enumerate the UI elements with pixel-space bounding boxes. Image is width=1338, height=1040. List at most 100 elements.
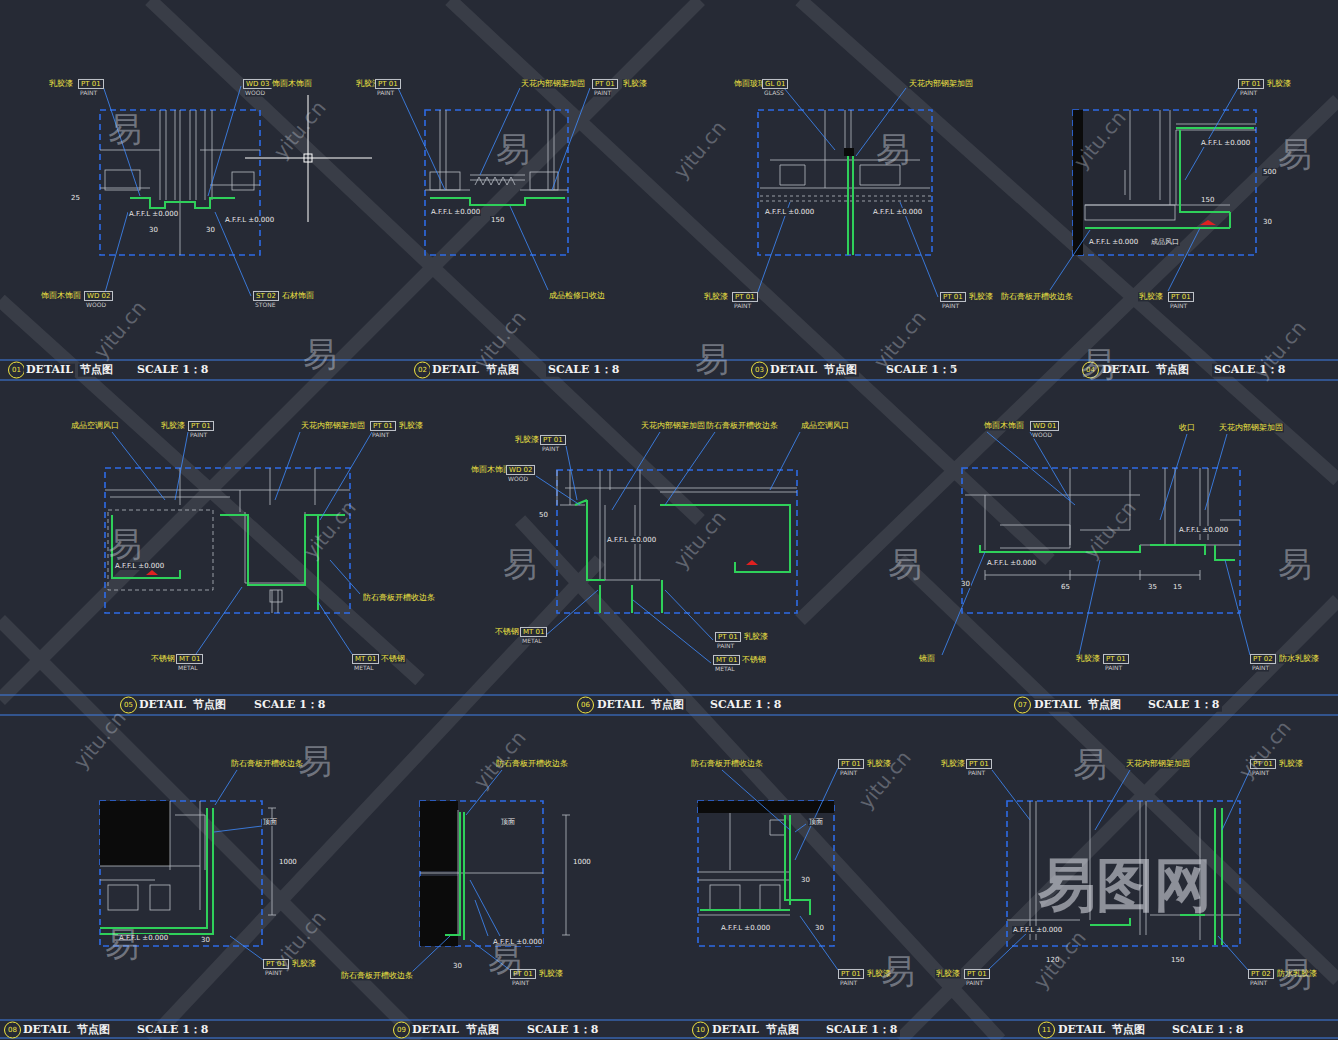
title-text: SCALE 1：8: [525, 1024, 601, 1037]
callout-label: 防石膏板开槽收边条: [230, 759, 304, 768]
callout-label: 不锈钢: [494, 627, 520, 636]
callout-label: 乳胶漆: [1266, 79, 1292, 88]
material-type: PAINT: [512, 980, 529, 987]
dimension-text: A.F.F.L ±0.000: [128, 210, 179, 218]
detail-number: 03: [751, 362, 768, 379]
watermark: yitu.cn: [1079, 497, 1140, 564]
material-type: PAINT: [80, 90, 97, 97]
detail-number: 01: [8, 362, 25, 379]
material-type: METAL: [522, 638, 542, 645]
material-code: GL 01: [762, 79, 788, 89]
title-text: DETAIL: [137, 699, 188, 712]
title-text: SCALE 1：8: [824, 1024, 900, 1037]
detail-number: 10: [692, 1022, 709, 1039]
material-code: PT 01: [592, 79, 618, 89]
title-text: DETAIL: [768, 364, 819, 377]
material-code: PT 02: [1248, 969, 1274, 979]
material-type: PAINT: [377, 90, 394, 97]
watermark: 易: [496, 130, 530, 169]
material-code: ST 02: [253, 291, 279, 301]
material-code: MT 01: [713, 655, 740, 665]
title-text: SCALE 1：8: [1170, 1024, 1246, 1037]
title-text: 节点图: [1086, 699, 1123, 712]
material-type: PAINT: [1240, 90, 1257, 97]
callout-label: 乳胶漆: [1075, 654, 1101, 663]
material-type: METAL: [715, 666, 735, 673]
material-type: PAINT: [372, 432, 389, 439]
callout-label: 天花内部钢架加固: [520, 79, 586, 88]
material-code: MT 01: [352, 654, 379, 664]
material-code: MT 01: [520, 627, 547, 637]
callout-label: 乳胶漆: [48, 79, 74, 88]
dimension-text: 150: [490, 216, 505, 224]
dimension-text: 500: [1262, 168, 1277, 176]
material-type: PAINT: [190, 432, 207, 439]
callout-label: 天花内部钢架加固: [1125, 759, 1191, 768]
title-text: 节点图: [191, 699, 228, 712]
title-text: 节点图: [822, 364, 859, 377]
title-text: DETAIL: [410, 1024, 461, 1037]
material-type: PAINT: [966, 980, 983, 987]
callout-label: 乳胶漆: [514, 435, 540, 444]
watermark: yitu.cn: [669, 507, 730, 574]
title-text: 节点图: [764, 1024, 801, 1037]
material-code: WD 03: [243, 79, 272, 89]
material-code: PT 01: [964, 969, 990, 979]
dimension-text: 15: [1172, 583, 1183, 591]
material-code: PT 01: [732, 292, 758, 302]
watermark: yitu.cn: [1029, 927, 1090, 994]
watermark: 易: [298, 742, 332, 781]
material-type: PAINT: [734, 303, 751, 310]
title-text: 节点图: [649, 699, 686, 712]
dimension-text: 150: [1170, 956, 1185, 964]
callout-label: 天花内部钢架加固: [908, 79, 974, 88]
watermark: 易: [695, 340, 729, 379]
title-text: 节点图: [78, 364, 115, 377]
dimension-text: 顶面: [808, 818, 824, 826]
callout-label: 乳胶漆: [743, 632, 769, 641]
title-text: SCALE 1：8: [135, 364, 211, 377]
detail-number: 05: [120, 697, 137, 714]
dimension-text: A.F.F.L ±0.000: [606, 536, 657, 544]
material-type: GLASS: [764, 90, 784, 97]
dimension-text: 30: [452, 962, 463, 970]
dimension-text: A.F.F.L ±0.000: [872, 208, 923, 216]
title-text: DETAIL: [1032, 699, 1083, 712]
callout-label: 乳胶漆: [703, 292, 729, 301]
material-code: PT 01: [188, 421, 214, 431]
dimension-text: A.F.F.L ±0.000: [1088, 238, 1139, 246]
dimension-text: A.F.F.L ±0.000: [1200, 139, 1251, 147]
detail-number: 09: [393, 1022, 410, 1039]
material-code: PT 01: [966, 759, 992, 769]
material-code: PT 01: [1168, 292, 1194, 302]
material-type: PAINT: [1170, 303, 1187, 310]
dimension-text: 1000: [278, 858, 298, 866]
watermark: 易: [888, 545, 922, 584]
material-code: PT 01: [838, 759, 864, 769]
callout-label: 防石膏板开槽收边条: [340, 971, 414, 980]
watermark: 易: [503, 545, 537, 584]
material-code: WD 01: [1030, 421, 1059, 431]
watermark: 易: [1278, 545, 1312, 584]
callout-label: 防石膏板开槽收边条: [705, 421, 779, 430]
watermark: 易: [1081, 345, 1115, 384]
material-type: PAINT: [968, 770, 985, 777]
material-type: PAINT: [840, 980, 857, 987]
dimension-text: A.F.F.L ±0.000: [430, 208, 481, 216]
dimension-text: 成品风口: [1150, 238, 1180, 246]
material-type: STONE: [255, 302, 275, 309]
callout-label: 石材饰面: [281, 291, 315, 300]
watermark: yitu.cn: [269, 97, 330, 164]
material-type: PAINT: [542, 446, 559, 453]
dimension-text: 35: [1147, 583, 1158, 591]
callout-label: 防石膏板开槽收边条: [362, 593, 436, 602]
dimension-text: 150: [1200, 196, 1215, 204]
material-code: MT 01: [176, 654, 203, 664]
watermark: 易: [1278, 135, 1312, 174]
callout-label: 乳胶漆: [538, 969, 564, 978]
callout-label: 防石膏板开槽收边条: [1000, 292, 1074, 301]
callout-label: 成品空调风口: [800, 421, 850, 430]
dimension-text: A.F.F.L ±0.000: [986, 559, 1037, 567]
title-text: 节点图: [464, 1024, 501, 1037]
dimension-text: 30: [800, 876, 811, 884]
